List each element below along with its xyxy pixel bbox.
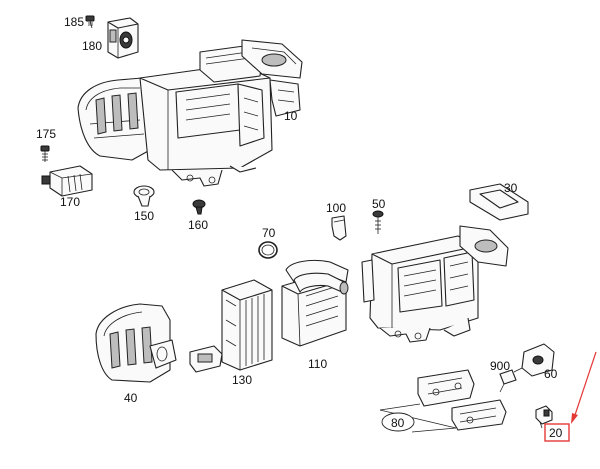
part-180-actuator[interactable] xyxy=(107,17,139,59)
callout-80: 80 xyxy=(391,416,405,430)
callout-180: 180 xyxy=(82,39,102,53)
part-30-gasket[interactable] xyxy=(469,183,529,221)
part-10-hvac-housing-upper[interactable] xyxy=(77,39,303,187)
callout-20: 20 xyxy=(549,426,563,440)
callout-70: 70 xyxy=(262,226,276,240)
part-160-pin[interactable] xyxy=(192,199,206,215)
part-175-bolt[interactable] xyxy=(40,145,50,162)
callout-40: 40 xyxy=(124,391,138,405)
part-110-heater-core[interactable] xyxy=(281,259,349,347)
part-170-module[interactable] xyxy=(41,165,93,197)
part-150-clip[interactable] xyxy=(133,185,155,207)
highlight-arrow xyxy=(571,351,597,424)
callout-150: 150 xyxy=(134,209,154,223)
callout-130: 130 xyxy=(232,373,252,387)
part-60-actuator[interactable] xyxy=(513,343,555,377)
part-130-evaporator[interactable] xyxy=(189,279,273,373)
highlight-box xyxy=(544,423,570,442)
callout-170: 170 xyxy=(60,195,80,209)
part-100-clip[interactable] xyxy=(331,215,347,241)
part-70-seal-ring[interactable] xyxy=(258,241,278,259)
part-20-connector[interactable] xyxy=(535,405,553,429)
part-80-lever-set[interactable] xyxy=(379,369,507,433)
callout-30: 30 xyxy=(504,181,518,195)
callout-185: 185 xyxy=(64,15,84,29)
callout-10: 10 xyxy=(284,109,298,123)
callout-60: 60 xyxy=(544,367,558,381)
callout-160: 160 xyxy=(188,218,208,232)
part-10-hvac-housing-lower[interactable] xyxy=(361,225,509,343)
callout-110: 110 xyxy=(308,357,327,371)
callout-175: 175 xyxy=(36,127,56,141)
callout-100: 100 xyxy=(326,201,346,215)
callout-900: 900 xyxy=(490,359,510,373)
part-50-screw[interactable] xyxy=(372,210,384,234)
callout-50: 50 xyxy=(372,197,386,211)
part-900-sensor[interactable] xyxy=(499,369,517,393)
part-40-blower[interactable] xyxy=(95,303,177,383)
part-185-screw[interactable] xyxy=(85,15,95,29)
